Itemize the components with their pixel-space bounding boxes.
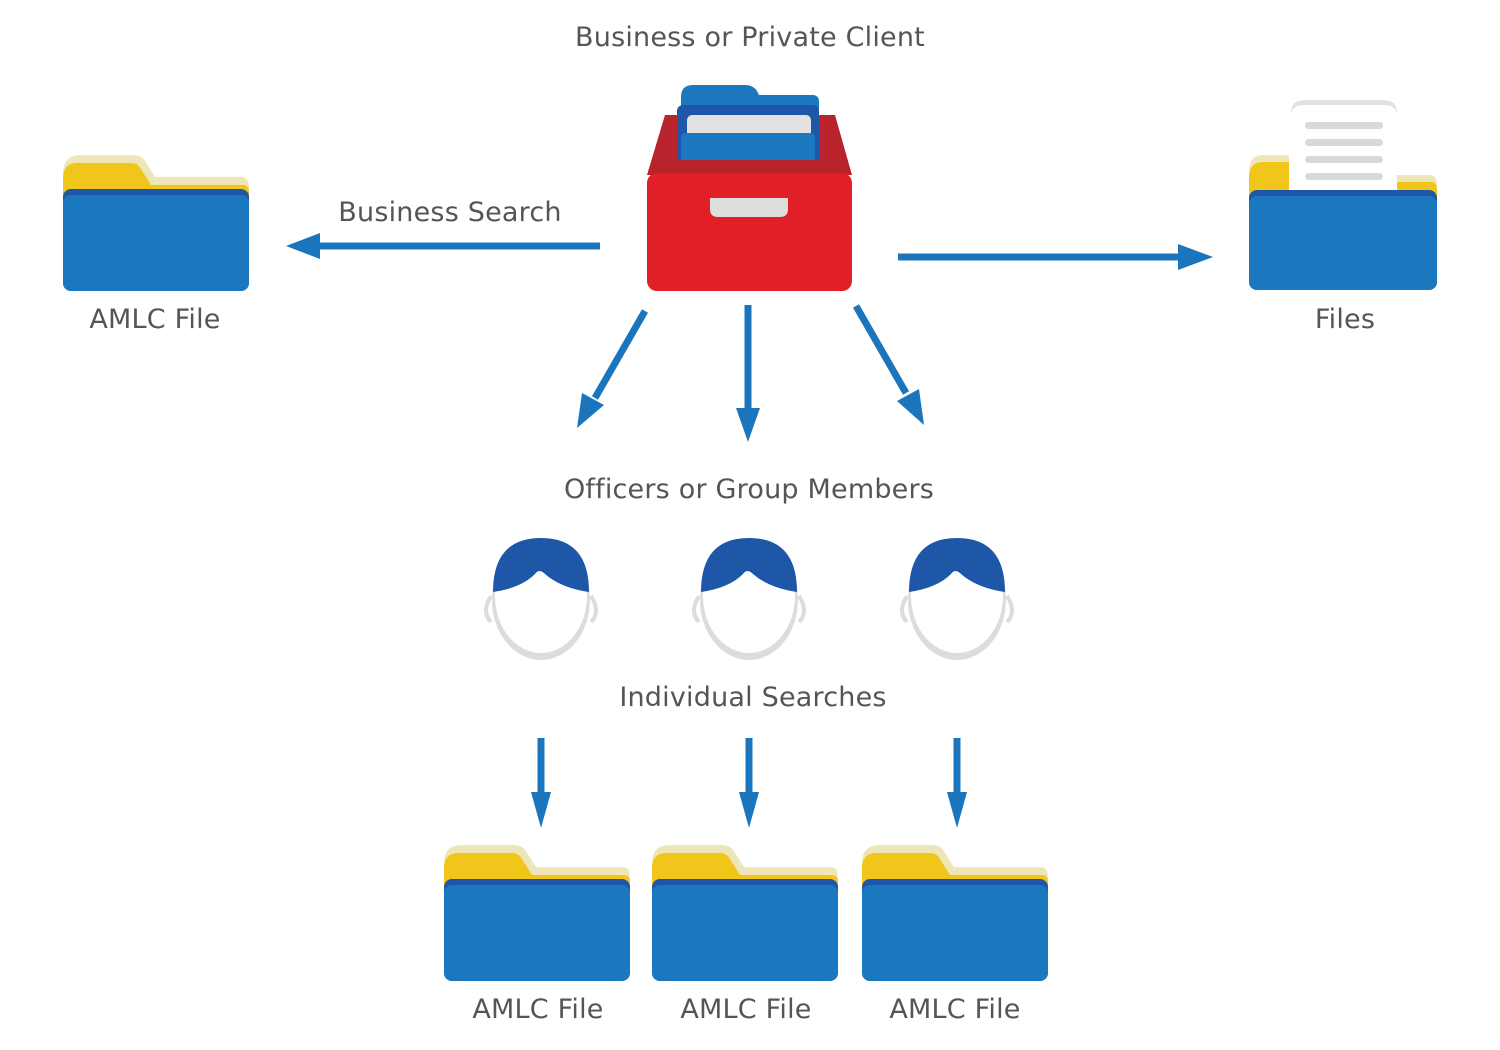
arrow-down-left — [577, 309, 649, 428]
bottom-file-label: AMLC File — [472, 994, 604, 1025]
bottom-file-label: AMLC File — [889, 994, 1021, 1025]
person-head-icon — [900, 536, 1014, 662]
arrow-business-search — [286, 233, 600, 259]
bottom-folder-icon — [652, 845, 838, 981]
arrow-individual-3 — [947, 738, 967, 828]
bottom-folder-icon — [444, 845, 630, 981]
file-drawer-icon — [647, 85, 852, 291]
folder-with-document-icon — [1249, 100, 1437, 290]
arrow-down-right — [852, 304, 924, 425]
arrow-to-files — [898, 244, 1213, 270]
bottom-folder-icon — [862, 845, 1048, 981]
bottom-file-label: AMLC File — [680, 994, 812, 1025]
business-search-label: Business Search — [338, 197, 562, 228]
client-title: Business or Private Client — [575, 22, 925, 53]
arrow-down-center — [736, 305, 760, 442]
arrow-individual-1 — [531, 738, 551, 828]
files-label: Files — [1314, 304, 1376, 335]
individual-searches-label: Individual Searches — [619, 682, 887, 713]
officers-label: Officers or Group Members — [563, 474, 935, 505]
left-file-label: AMLC File — [89, 304, 221, 335]
left-folder-icon — [63, 155, 249, 291]
person-head-icon — [484, 536, 598, 662]
person-head-icon — [692, 536, 806, 662]
arrow-individual-2 — [739, 738, 759, 828]
